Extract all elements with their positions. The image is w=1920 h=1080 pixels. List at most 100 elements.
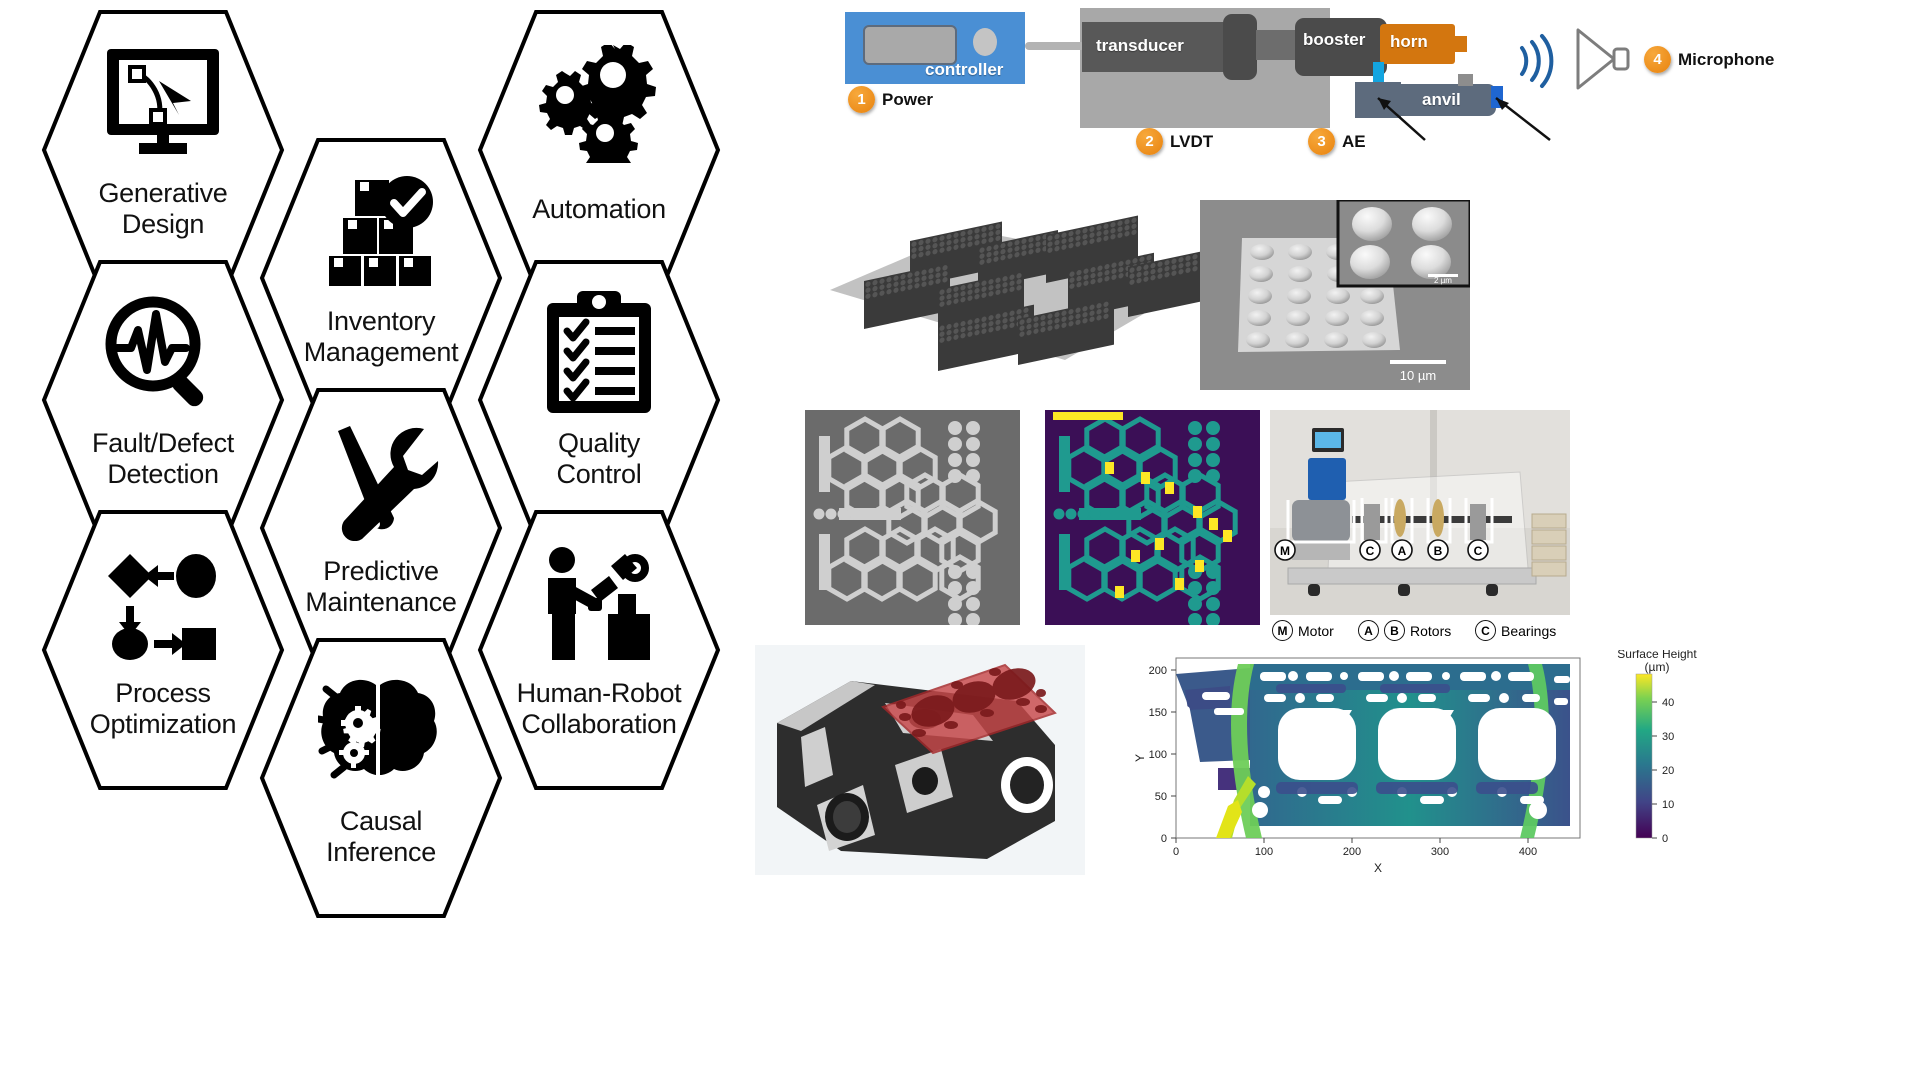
hex-outline	[259, 638, 503, 918]
microphone-icon	[1576, 28, 1630, 90]
heatmap-data-layer	[1176, 664, 1570, 838]
acoustic-waves-icon	[1520, 34, 1554, 88]
rig-legend-motor: M Motor	[1272, 620, 1334, 641]
callout-number: 2	[1136, 128, 1163, 155]
human-robot-icon	[476, 544, 722, 664]
boxes-check-icon	[258, 172, 504, 292]
pillar-array-render	[810, 185, 1230, 395]
ytick-3: 150	[1149, 707, 1167, 719]
callout-label: AE	[1342, 131, 1366, 151]
xtick-4: 400	[1519, 846, 1537, 858]
booster-body: booster	[1295, 18, 1387, 76]
cbar-tick-0: 0	[1662, 833, 1668, 845]
cbar-tick-4: 40	[1662, 697, 1674, 709]
anvil-stud	[1458, 74, 1473, 86]
anvil-label: anvil	[1422, 90, 1461, 109]
xtick-2: 200	[1343, 846, 1361, 858]
rig-legend-bearings: C Bearings	[1475, 620, 1556, 641]
callout-ae: 3 AE	[1308, 128, 1366, 155]
legend-mark-a: A	[1358, 620, 1379, 641]
hex-outline-shape	[41, 510, 285, 790]
surface-height-heatmap: 0 100 200 300 400 0 50 100 150 200 X Y	[1130, 647, 1730, 880]
svg-text:C: C	[1366, 544, 1375, 558]
transducer-collar	[1223, 14, 1257, 80]
legend-label-rotors: Rotors	[1410, 622, 1452, 639]
svg-text:M: M	[1280, 544, 1290, 558]
callout-label: Microphone	[1678, 49, 1775, 69]
hexagon-lattice-grayscale	[805, 410, 1020, 625]
legend-label-motor: Motor	[1298, 622, 1334, 639]
gears-icon	[476, 44, 722, 164]
horn-tip	[1453, 36, 1467, 52]
brain-gears-icon	[258, 672, 504, 792]
transducer-body: transducer	[1082, 22, 1227, 72]
lattice-seg-svg	[1045, 410, 1260, 625]
y-axis-label: Y	[1133, 754, 1147, 762]
cbar-tick-3: 30	[1662, 731, 1674, 743]
colorbar-gradient	[1635, 673, 1653, 839]
legend-mark-m: M	[1272, 620, 1293, 641]
sem-dome-array: 2 µm 10 µm	[1200, 200, 1470, 390]
hex-outline-shape	[477, 510, 721, 790]
sem-inset-scalebar-label: 2 µm	[1434, 276, 1452, 285]
controller-label: controller	[925, 60, 1004, 79]
svg-text:B: B	[1434, 544, 1443, 558]
engine-block-photo	[755, 645, 1085, 875]
wrench-screwdriver-icon	[258, 422, 504, 542]
hex-outline-shape	[259, 638, 503, 918]
heatmap-svg: 0 100 200 300 400 0 50 100 150 200 X Y	[1133, 647, 1697, 875]
xtick-3: 300	[1431, 846, 1449, 858]
callout-label: Power	[882, 89, 934, 109]
cbar-tick-1: 10	[1662, 799, 1674, 811]
callout-label: LVDT	[1170, 131, 1214, 151]
flowchart-shapes-icon	[40, 544, 286, 664]
ytick-1: 50	[1155, 791, 1167, 803]
rig-legend-rotors: A B Rotors	[1358, 620, 1451, 641]
booster-label: booster	[1303, 30, 1366, 49]
cbar-tick-2: 20	[1662, 765, 1674, 777]
controller-knob	[973, 28, 997, 56]
lattice-gray-svg	[805, 410, 1020, 625]
callout-microphone: 4 Microphone	[1644, 46, 1774, 73]
hex-cell-label: Automation	[532, 194, 666, 224]
controller-screen	[863, 25, 957, 65]
hex-cell-automation[interactable]: Automation	[476, 8, 722, 292]
svg-text:C: C	[1474, 544, 1483, 558]
legend-mark-b: B	[1384, 620, 1405, 641]
xtick-1: 100	[1255, 846, 1273, 858]
hex-outline	[41, 510, 285, 790]
horn-body: horn	[1380, 24, 1455, 64]
ytick-0: 0	[1161, 833, 1167, 845]
ytick-2: 100	[1149, 749, 1167, 761]
x-axis-label: X	[1374, 861, 1382, 875]
legend-label-bearings: Bearings	[1501, 622, 1557, 639]
transducer-label: transducer	[1096, 36, 1184, 55]
monitor-curve-icon	[40, 44, 286, 164]
callout-lvdt: 2 LVDT	[1136, 128, 1213, 155]
clipboard-checklist-icon	[476, 291, 722, 414]
booster-shaft	[1256, 30, 1301, 60]
anvil-body: anvil	[1388, 84, 1496, 116]
right-figure-column: controller transducer booster horn anvil	[755, 0, 1920, 1080]
magnifier-waveform-icon	[40, 294, 286, 414]
callout-number: 3	[1308, 128, 1335, 155]
colorbar-unit: (µm)	[1645, 660, 1670, 674]
hexagon-lattice-segmentation	[1045, 410, 1260, 625]
callout-number: 1	[848, 86, 875, 113]
